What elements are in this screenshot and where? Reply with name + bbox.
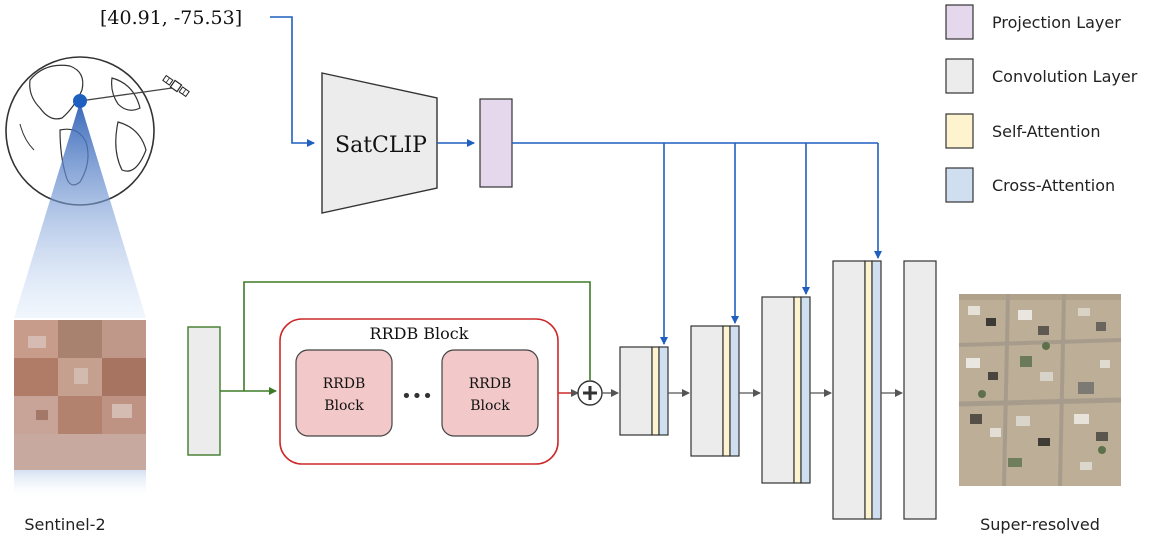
rrdb-inner-2-line2: Block xyxy=(470,398,510,414)
legend-label-projection: Projection Layer xyxy=(992,13,1121,32)
legend-label-convolution: Convolution Layer xyxy=(992,67,1138,86)
stage-2-block xyxy=(690,325,740,457)
rrdb-outer-title: RRDB Block xyxy=(370,324,469,343)
input-conv-layer xyxy=(187,326,221,456)
stage-4-block xyxy=(832,260,882,520)
location-marker xyxy=(73,94,87,108)
satclip-encoder xyxy=(321,72,438,214)
super-resolved-image xyxy=(958,293,1122,487)
satellite-icon xyxy=(162,74,190,98)
observation-beam xyxy=(14,102,146,318)
coordinate-arrow xyxy=(270,16,315,147)
rrdb-inner-1-line1: RRDB xyxy=(323,376,366,392)
satellite-link-line xyxy=(79,87,173,102)
satclip-label: SatCLIP xyxy=(335,133,427,158)
coordinates-label: [40.91, -75.53] xyxy=(100,7,242,29)
rrdb-inner-block-1 xyxy=(295,349,393,437)
legend-swatch-self-attention xyxy=(945,113,974,149)
stage-1-block xyxy=(619,346,669,436)
legend-swatch-convolution xyxy=(945,58,974,94)
projection-layer xyxy=(479,98,513,188)
rrdb-inner-block-2 xyxy=(441,349,539,437)
stage-3-block xyxy=(761,296,811,484)
legend-swatch-cross-attention xyxy=(945,167,974,203)
sentinel2-image xyxy=(14,320,146,500)
rrdb-inner-1-line2: Block xyxy=(324,398,364,414)
residual-add-icon xyxy=(577,380,603,406)
legend-label-cross-attention: Cross-Attention xyxy=(992,176,1115,195)
rrdb-ellipsis: ••• xyxy=(401,386,433,407)
input-caption: Sentinel-2 xyxy=(24,515,105,534)
legend-label-self-attention: Self-Attention xyxy=(992,122,1100,141)
rrdb-inner-2-line1: RRDB xyxy=(469,376,512,392)
output-caption: Super-resolved xyxy=(980,515,1100,534)
skip-connection-line xyxy=(243,281,591,391)
legend-swatch-projection xyxy=(945,4,974,40)
output-conv-layer xyxy=(903,260,937,520)
